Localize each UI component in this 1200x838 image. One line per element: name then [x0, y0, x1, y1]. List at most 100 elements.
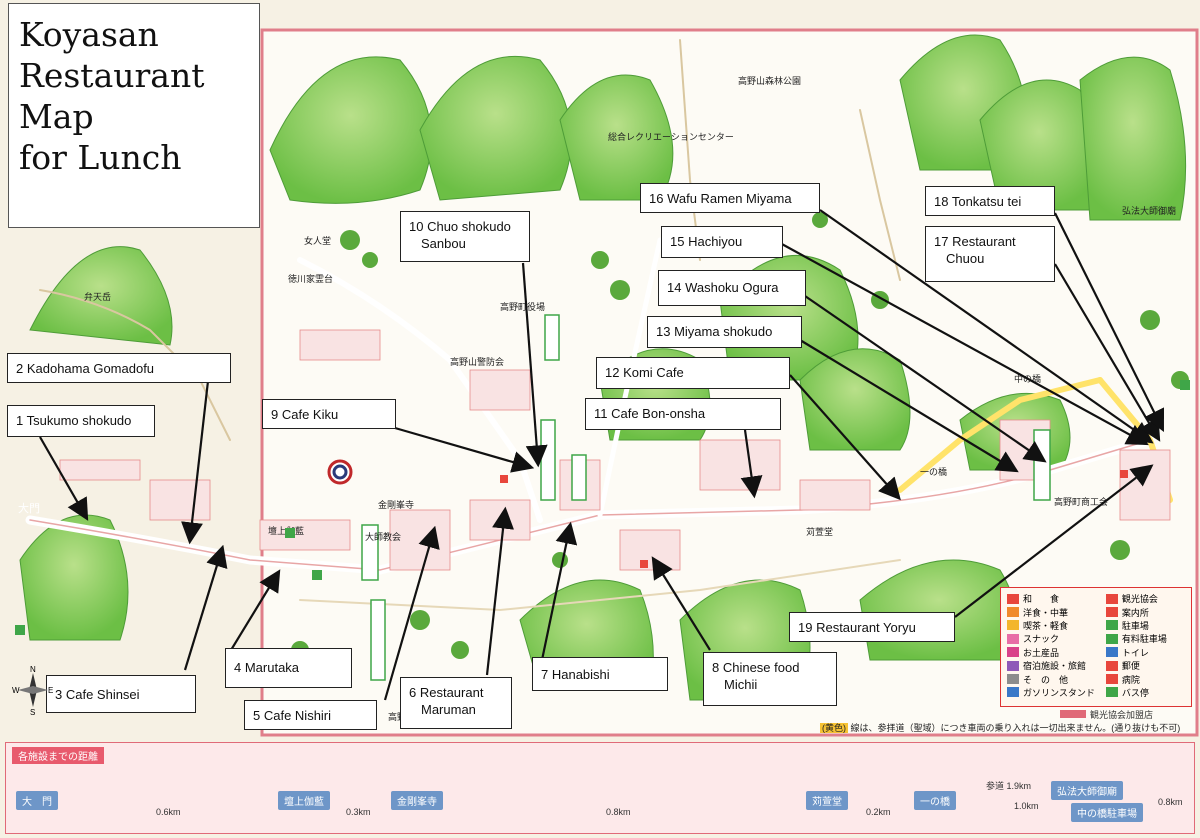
restaurant-label-5[interactable]: 5 Cafe Nishiri: [244, 700, 377, 730]
legend-item: バス停: [1105, 686, 1185, 699]
legend-swatch: [1007, 660, 1019, 671]
arrow-12: [789, 374, 901, 501]
legend-item: 宿泊施設・旅館: [1007, 659, 1106, 672]
stop-ichinohashi: 一の橋: [914, 791, 956, 810]
distance-sando: 参道 1.9km: [986, 781, 1032, 791]
arrow-6: [485, 506, 515, 676]
restaurant-label-1[interactable]: 1 Tsukumo shokudo: [7, 405, 155, 437]
arrow-19: [954, 464, 1154, 618]
legend-label: 喫茶・軽食: [1023, 620, 1069, 631]
map-title: Koyasan Restaurant Map for Lunch: [8, 3, 260, 228]
legend-item: スナック: [1007, 632, 1106, 645]
legend-item: 郵便: [1105, 659, 1185, 672]
label-daishi-kyokai: 大師教会: [365, 531, 401, 542]
legend-swatch: [1105, 607, 1118, 618]
legend-item: 観光協会: [1105, 592, 1185, 605]
stop-kongobuji: 金剛峯寺: [391, 791, 443, 810]
stop-karukaya: 苅萱堂: [806, 791, 848, 810]
legend-item: ガソリンスタンド: [1007, 686, 1106, 699]
restaurant-label-19[interactable]: 19 Restaurant Yoryu: [789, 612, 955, 642]
arrow-11: [740, 429, 763, 499]
legend-swatch: [1105, 620, 1118, 631]
arrow-13: [799, 339, 1019, 473]
restaurant-label-11[interactable]: 11 Cafe Bon-onsha: [585, 398, 781, 430]
distance-6: 0.8km: [1158, 797, 1183, 807]
arrow-7: [540, 521, 578, 661]
legend-swatch: [1007, 647, 1019, 658]
stop-okunoin: 弘法大師御廟: [1051, 781, 1123, 800]
title-line-2: Restaurant: [19, 56, 205, 95]
arrow-5: [383, 525, 440, 701]
legend-label: 郵便: [1121, 661, 1140, 672]
restaurant-label-7[interactable]: 7 Hanabishi: [532, 657, 668, 691]
arrow-4: [227, 569, 281, 656]
label-ichinohashi: 一の橋: [920, 466, 947, 477]
map-icons: [15, 380, 1190, 635]
legend-label: 案内所: [1121, 607, 1149, 618]
legend-swatch: [1105, 593, 1118, 604]
label-forest-park: 高野山森林公園: [738, 75, 801, 86]
label-recreation: 総合レクリエーションセンター: [608, 131, 734, 142]
compass-rose-icon: N S W E: [12, 665, 53, 717]
label-kongobuji: 金剛峯寺: [378, 499, 414, 510]
restaurant-label-14[interactable]: 14 Washoku Ogura: [658, 270, 806, 306]
svg-text:S: S: [30, 708, 35, 715]
restaurant-label-15[interactable]: 15 Hachiyou: [661, 226, 783, 258]
legend-swatch: [1105, 660, 1118, 671]
legend-swatch: [1105, 687, 1118, 698]
bus-stop-icon: [327, 459, 353, 485]
restaurant-label-2[interactable]: 2 Kadohama Gomadofu: [7, 353, 231, 383]
label-karukaya: 苅萱堂: [806, 526, 833, 537]
legend-label: 和 食: [1023, 594, 1060, 605]
legend-item: 有料駐車場: [1105, 632, 1185, 645]
restaurant-label-3[interactable]: 3 Cafe Shinsei: [46, 675, 196, 713]
distance-1: 0.6km: [156, 807, 181, 817]
label-shonin: 高野山警防会: [450, 356, 504, 367]
svg-text:N: N: [30, 665, 36, 674]
legend-item: 駐車場: [1105, 619, 1185, 632]
legend-label: 駐車場: [1121, 620, 1149, 631]
legend-label: 病院: [1121, 674, 1140, 685]
compass: N S W E: [12, 665, 54, 717]
legend-item: そ の 他: [1007, 672, 1106, 685]
member-legend: 観光協会加盟店: [1000, 708, 1192, 722]
legend-swatch: [1007, 687, 1019, 698]
legend-swatch: [1007, 674, 1019, 685]
title-line-1: Koyasan: [19, 15, 159, 54]
distance-header: 各施設までの距離: [12, 747, 104, 764]
legend-label: 有料駐車場: [1121, 634, 1167, 645]
title-line-4: for Lunch: [19, 138, 182, 177]
restaurant-label-18[interactable]: 18 Tonkatsu tei: [925, 186, 1055, 216]
svg-text:W: W: [12, 686, 20, 695]
restaurant-label-16[interactable]: 16 Wafu Ramen Miyama: [640, 183, 820, 213]
label-shokokai: 高野町商工会: [1054, 496, 1108, 507]
legend-swatch: [1007, 607, 1019, 618]
legend-label: そ の 他: [1023, 674, 1069, 685]
legend-swatch: [1105, 633, 1118, 644]
legend-item: トイレ: [1105, 646, 1185, 659]
arrow-8: [651, 556, 711, 651]
restaurant-label-12[interactable]: 12 Komi Cafe: [596, 357, 790, 389]
arrow-15: [779, 242, 1149, 446]
legend-label: お土産品: [1023, 647, 1060, 658]
legend-label: 洋食・中華: [1023, 607, 1069, 618]
arrow-16: [819, 209, 1154, 444]
label-tokugawa: 徳川家霊台: [288, 273, 333, 284]
title-line-3: Map: [19, 97, 94, 136]
arrow-1: [39, 436, 89, 521]
restaurant-label-4[interactable]: 4 Marutaka: [225, 648, 352, 688]
restaurant-arrows: [39, 209, 1165, 701]
label-daimon: 大門: [18, 501, 40, 515]
vehicle-note: (黄色) 線は、参拝道（聖域）につき車両の乗り入れは一切出来ません。(通り抜けも…: [820, 723, 1181, 733]
arrow-17: [1054, 263, 1161, 442]
stop-daimon: 大 門: [16, 791, 58, 810]
arrow-14: [804, 295, 1047, 463]
legend-item: 洋食・中華: [1007, 605, 1106, 618]
map-legend: 和 食洋食・中華喫茶・軽食スナックお土産品宿泊施設・旅館そ の 他ガソリンスタン…: [1000, 587, 1192, 707]
restaurant-label-13[interactable]: 13 Miyama shokudo: [647, 316, 802, 348]
restaurant-label-9[interactable]: 9 Cafe Kiku: [262, 399, 396, 429]
